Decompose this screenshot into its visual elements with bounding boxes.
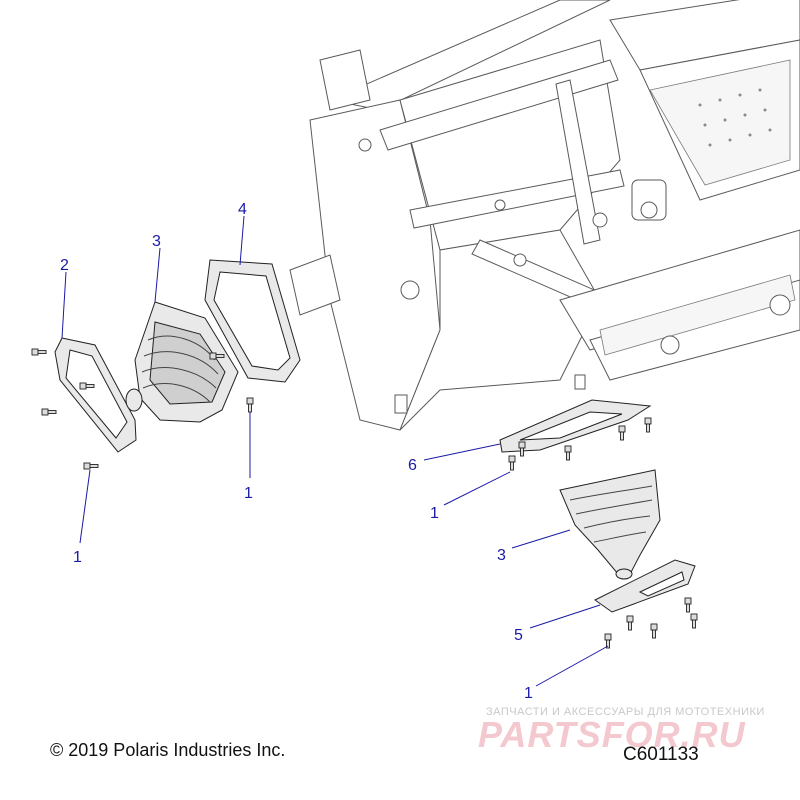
left-boot-part-3 [125,301,239,423]
fasteners-part-1 [31,348,698,649]
vehicle-frame [289,0,800,431]
callout-3-right: 3 [497,547,506,564]
right-boot-part-3 [559,469,661,580]
watermark-tagline: ЗАПЧАСТИ И АКСЕССУАРЫ ДЛЯ МОТОТЕХНИКИ [486,706,765,718]
callout-1-right-a: 1 [430,505,439,522]
callout-2: 2 [60,257,69,274]
callout-6: 6 [408,457,417,474]
right-bracket-part-6 [499,399,652,453]
diagram-code: C601133 [623,744,699,765]
callout-1-left-a: 1 [244,485,253,502]
left-seal-plate-part-4 [204,259,301,383]
callout-labels: 2 3 4 1 1 6 1 3 5 1 [60,201,533,702]
right-bracket-part-5 [594,559,696,613]
left-gasket-part-2 [54,337,137,453]
watermark-logo: PARTSFOR.RU [478,714,746,755]
callout-1-left-b: 1 [73,549,82,566]
callout-3-left: 3 [152,233,161,250]
callout-4: 4 [238,201,247,218]
callout-5: 5 [514,627,523,644]
leader-lines [61,215,609,687]
copyright-text: © 2019 Polaris Industries Inc. [50,740,286,760]
callout-1-right-b: 1 [524,685,533,702]
